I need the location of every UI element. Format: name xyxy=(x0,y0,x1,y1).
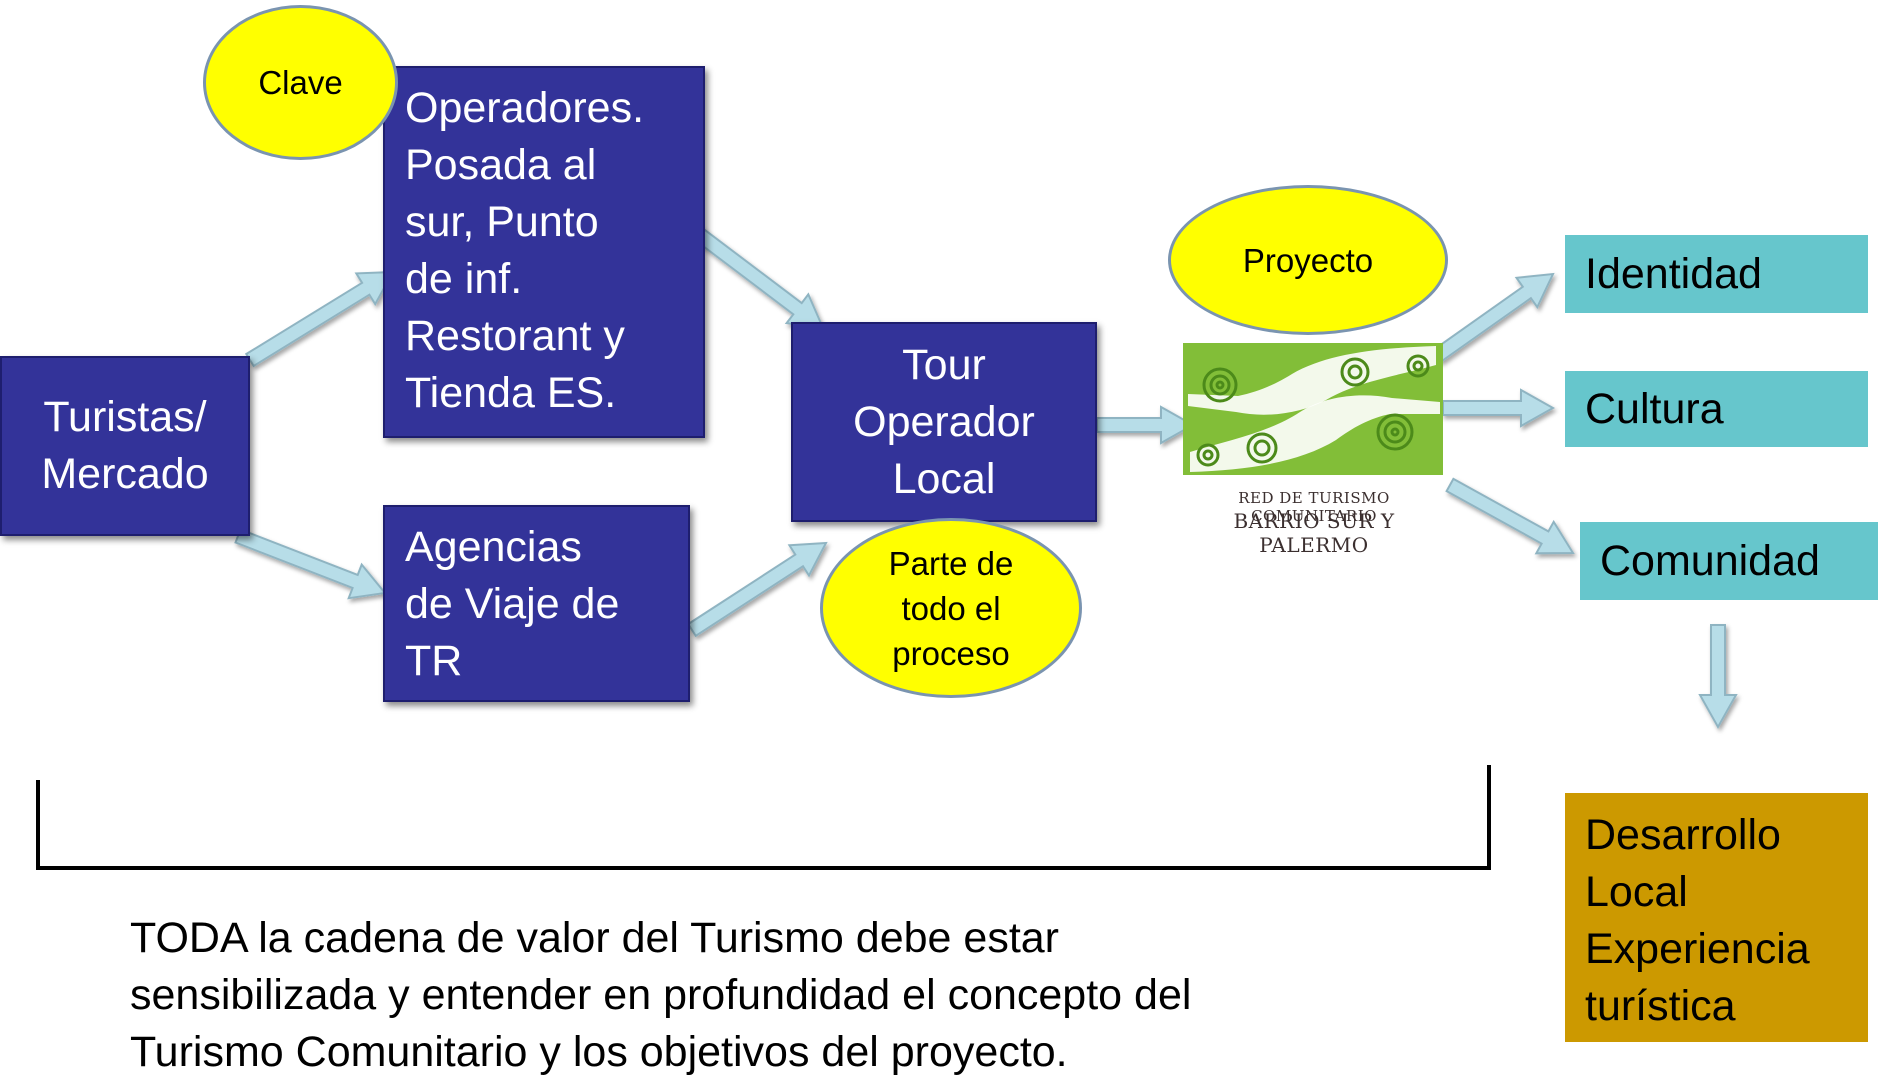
arrow-operadores-tour xyxy=(690,224,825,330)
node-comunidad: Comunidad xyxy=(1580,522,1878,600)
logo-subtitle: BARRIO SUR Y PALERMO xyxy=(1233,509,1395,557)
node-desarrollo: Desarrollo Local Experiencia turística xyxy=(1565,793,1868,1042)
arrow-logo-cultura xyxy=(1442,388,1556,428)
logo-title: RED DE TURISMO COMUNITARIO xyxy=(1238,489,1390,525)
connectors-layer xyxy=(36,224,1738,870)
arrow-logo-identidad xyxy=(1431,272,1555,364)
oval-parte: Parte de todo el proceso xyxy=(820,518,1082,698)
node-tour-operador: Tour Operador Local xyxy=(791,322,1097,522)
oval-proyecto: Proyecto xyxy=(1168,185,1448,335)
arrow-turistas-agencias xyxy=(234,528,387,600)
node-operadores: Operadores. Posada al sur, Punto de inf.… xyxy=(383,66,705,438)
bracket xyxy=(36,765,1491,870)
node-turistas: Turistas/ Mercado xyxy=(0,356,250,536)
logo-graphic xyxy=(1183,343,1443,475)
node-agencias: Agencias de Viaje de TR xyxy=(383,505,690,702)
arrow-logo-comunidad xyxy=(1445,477,1575,555)
node-cultura: Cultura xyxy=(1565,371,1868,447)
node-identidad: Identidad xyxy=(1565,235,1868,313)
arrow-agencias-tour xyxy=(686,541,828,638)
footer-text: TODA la cadena de valor del Turismo debe… xyxy=(130,914,1192,1076)
oval-clave: Clave xyxy=(203,5,398,160)
arrow-tour-logo xyxy=(1096,405,1196,445)
arrow-turistas-operadores xyxy=(244,270,395,368)
arrow-comunidad-desarrollo xyxy=(1698,624,1738,730)
